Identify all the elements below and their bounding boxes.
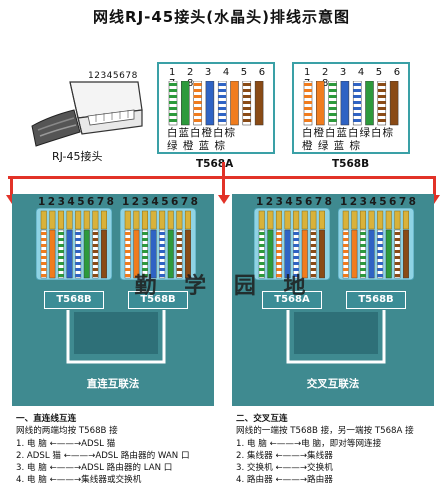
t568a-caption: T568A [196, 158, 234, 170]
wire-2 [316, 81, 325, 126]
wire-5 [352, 81, 362, 126]
wire-1 [303, 81, 313, 126]
wire-1 [168, 81, 178, 126]
connector-wire-8 [402, 210, 409, 279]
t568a-color-row2: 绿 橙 蓝 棕 [167, 140, 227, 152]
t568b-wires [303, 81, 399, 126]
connector-wire-2 [49, 210, 56, 279]
wire-7 [242, 81, 252, 126]
connector-wire-6 [385, 210, 392, 279]
plug-pin-numbers: 12345678 [88, 71, 138, 81]
connector-wire-4 [150, 210, 157, 279]
connector-wire-7 [310, 210, 317, 279]
plug-label: RJ-45接头 [52, 150, 103, 163]
wire-3 [193, 81, 202, 126]
connector-wire-5 [377, 210, 384, 279]
watermark-logo: 勤 学 园 地 [134, 274, 316, 299]
notes-right-item: 3. 交换机 ←——→交换机 [236, 463, 333, 474]
notes-left-item: 1. 电 脑 ←——→ADSL 猫 [16, 438, 116, 449]
wire-8 [254, 81, 264, 126]
connector-wire-6 [167, 210, 174, 279]
wire-6 [230, 81, 239, 126]
cross-right-connector [338, 208, 414, 280]
straight-left-pins: 12345678 [38, 196, 117, 208]
cross-right-tag: T568B [346, 291, 406, 309]
wire-7 [377, 81, 387, 126]
connector-wire-7 [394, 210, 401, 279]
straight-left-connector [36, 208, 112, 280]
cross-cable-loop [286, 310, 386, 364]
connector-wire-7 [92, 210, 99, 279]
notes-left: 一、直连线互连 网线的两端均按 T568B 接 1. 电 脑 ←——→ADSL … [16, 413, 190, 487]
wire-4 [205, 81, 215, 126]
connector-wire-5 [75, 210, 82, 279]
wire-8 [389, 81, 399, 126]
cross-right-pins: 12345678 [340, 196, 419, 208]
page-title: 网线RJ-45接头(水晶头)排线示意图 [93, 8, 350, 26]
notes-right-sub: 网线的一端按 T568B 接，另一端按 T568A 接 [236, 426, 414, 437]
connector-wire-3 [275, 210, 282, 279]
notes-right-heading: 二、交叉互连 [236, 414, 288, 424]
cross-left-tag: T568A [262, 291, 322, 309]
connector-wire-1 [258, 210, 265, 279]
arrow-left-stem [10, 176, 13, 198]
t568b-standard-box: 1 2 3 4 5 6 7 8 白橙白蓝白绿白棕 橙 绿 蓝 棕 [292, 62, 410, 154]
connector-wire-3 [359, 210, 366, 279]
arrow-center-stem [222, 162, 225, 198]
connector-wire-4 [284, 210, 291, 279]
t568a-color-row1: 白蓝白橙白棕 [167, 127, 236, 139]
notes-left-item: 3. 电 脑 ←——→ADSL 路由器的 LAN 口 [16, 463, 173, 474]
connector-wire-6 [83, 210, 90, 279]
arrow-right-stem [433, 176, 436, 198]
wire-3 [328, 81, 337, 126]
rj45-plug-icon [31, 81, 143, 147]
notes-right-item: 1. 电 脑 ←——→电 脑，即对等网连接 [236, 438, 382, 449]
connector-wire-1 [124, 210, 131, 279]
connector-wire-5 [293, 210, 300, 279]
connector-wire-8 [184, 210, 191, 279]
connector-wire-4 [368, 210, 375, 279]
straight-right-tag: T568B [128, 291, 188, 309]
wire-2 [181, 81, 190, 126]
notes-right-item: 4. 路由器 ←——→路由器 [236, 475, 333, 486]
connector-wire-3 [141, 210, 148, 279]
notes-left-item: 2. ADSL 猫 ←——→ADSL 路由器的 WAN 口 [16, 450, 190, 461]
connector-wire-2 [133, 210, 140, 279]
wire-6 [365, 81, 374, 126]
wire-4 [340, 81, 350, 126]
wire-5 [217, 81, 227, 126]
connector-wire-7 [176, 210, 183, 279]
connector-wire-2 [267, 210, 274, 279]
straight-cable-loop [66, 310, 166, 364]
straight-left-tag: T568B [44, 291, 104, 309]
connector-wire-4 [66, 210, 73, 279]
connector-wire-5 [159, 210, 166, 279]
t568b-caption: T568B [332, 158, 370, 170]
connector-wire-3 [57, 210, 64, 279]
straight-caption: 直连互联法 [86, 378, 140, 390]
t568a-wires [168, 81, 264, 126]
connector-wire-1 [342, 210, 349, 279]
notes-right-item: 2. 集线器 ←——→集线器 [236, 450, 333, 461]
straight-right-connector [120, 208, 196, 280]
connector-wire-6 [301, 210, 308, 279]
connector-wire-8 [100, 210, 107, 279]
notes-right: 二、交叉互连 网线的一端按 T568B 接，另一端按 T568A 接 1. 电 … [236, 413, 414, 487]
notes-left-sub: 网线的两端均按 T568B 接 [16, 426, 118, 437]
cross-left-pins: 12345678 [256, 196, 335, 208]
t568a-standard-box: 1 2 3 4 5 6 7 8 白蓝白橙白棕 绿 橙 蓝 棕 [157, 62, 275, 154]
t568b-color-row1: 白橙白蓝白绿白棕 [302, 127, 394, 139]
notes-left-item: 4. 电 脑 ←——→集线器或交换机 [16, 475, 142, 486]
connector-wire-2 [351, 210, 358, 279]
connector-wire-1 [40, 210, 47, 279]
notes-left-heading: 一、直连线互连 [16, 414, 77, 424]
cross-caption: 交叉互联法 [306, 378, 360, 390]
straight-right-pins: 12345678 [122, 196, 201, 208]
t568b-color-row2: 橙 绿 蓝 棕 [302, 140, 362, 152]
cross-left-connector [254, 208, 330, 280]
connector-wire-8 [318, 210, 325, 279]
